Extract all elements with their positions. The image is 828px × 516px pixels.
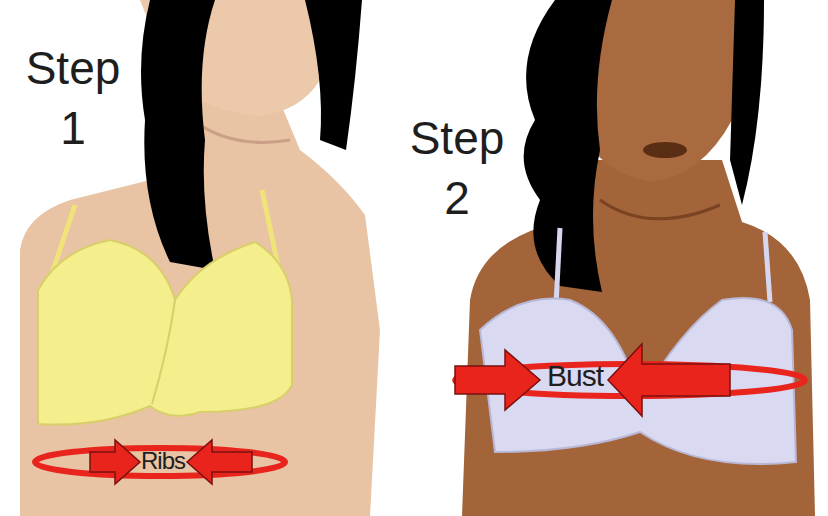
arrow — [90, 440, 140, 484]
hair — [524, 0, 612, 292]
bra — [38, 240, 292, 425]
step-label: Step 2 — [398, 108, 516, 228]
hair — [730, 0, 764, 205]
arrow — [455, 350, 540, 410]
strap — [556, 228, 560, 305]
mouth — [643, 142, 687, 158]
arrow — [187, 440, 252, 484]
bra-seam — [152, 300, 175, 404]
step-label: Step 1 — [18, 38, 128, 158]
neck-shadow — [600, 200, 720, 219]
measure-label: Ribs — [134, 446, 192, 476]
arrow — [608, 344, 730, 416]
torso — [462, 160, 815, 516]
hair — [305, 0, 362, 150]
measure-label: Bust — [538, 358, 612, 394]
hair — [141, 0, 215, 270]
neck-shadow — [190, 118, 290, 142]
strap — [765, 232, 770, 302]
right-figure — [455, 0, 815, 516]
